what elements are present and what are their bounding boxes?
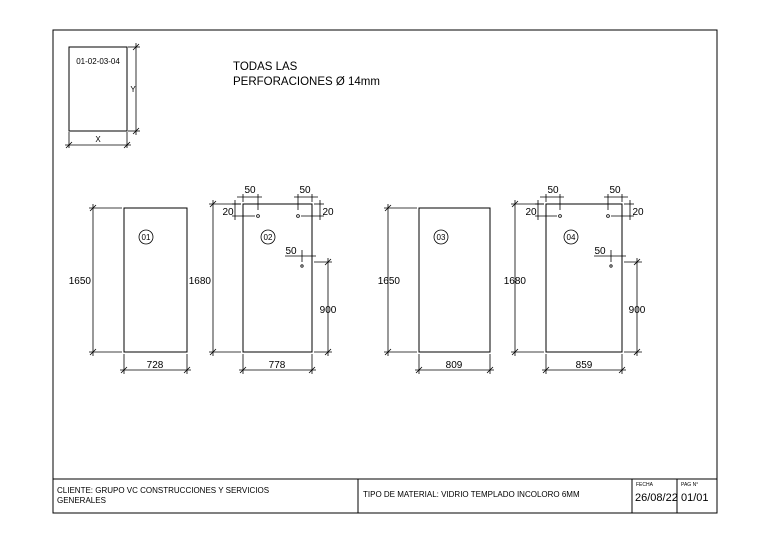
- legend-panel-outline: [68, 46, 128, 132]
- panel-03-tag-circle: [433, 229, 449, 245]
- panel-02-tag-circle: [260, 229, 276, 245]
- panel-02-hole-side-offset: 50: [285, 246, 297, 257]
- panel-04-tag-circle: [563, 229, 579, 245]
- panel-01-tag-circle: [138, 229, 154, 245]
- drilling-note-line2: PERFORACIONES Ø 14mm: [233, 76, 380, 88]
- client-line2: GENERALES: [57, 496, 106, 505]
- panel-01-height: 1650: [69, 276, 92, 287]
- panel-04-hole-edge-right: 50: [609, 185, 621, 196]
- panel-04-outline: [545, 203, 623, 353]
- date-label: FECHA: [636, 482, 654, 488]
- panel-04-width: 859: [576, 360, 593, 371]
- panel-03-width: 809: [446, 360, 463, 371]
- title-block: CLIENTE: GRUPO VC CONSTRUCCIONES Y SERVI…: [53, 478, 717, 513]
- panel-02-hole-height: 900: [320, 305, 337, 316]
- panel-03-outline: [418, 207, 491, 353]
- page-label: PAG N°: [681, 482, 698, 488]
- drilling-note-line1: TODAS LAS: [233, 61, 298, 73]
- panel-01: 01 1650 728: [69, 204, 191, 374]
- panel-04-hole-top-right: 20: [632, 207, 644, 218]
- panel-04-hole-right: [606, 214, 610, 218]
- panel-01-tag: 01: [142, 233, 151, 242]
- sheet-border: [52, 29, 718, 514]
- panel-04-hole-side-offset: 50: [594, 246, 606, 257]
- panel-04-tag: 04: [567, 233, 576, 242]
- panel-01-width: 728: [147, 360, 164, 371]
- panel-04-hole-top-left: 20: [525, 207, 537, 218]
- client-line1: CLIENTE: GRUPO VC CONSTRUCCIONES Y SERVI…: [57, 486, 269, 495]
- panel-02-hole-top-left: 20: [222, 207, 234, 218]
- panel-02-hole-edge-right: 50: [299, 185, 311, 196]
- panel-04-height: 1680: [504, 276, 527, 287]
- panel-02-hole-top-right: 20: [322, 207, 334, 218]
- legend-y-label: Y: [130, 85, 136, 94]
- panel-02-width: 778: [269, 360, 286, 371]
- panel-04-hole-side: [609, 264, 613, 268]
- panel-03: 03 1650 809: [378, 204, 494, 374]
- panel-01-outline: [123, 207, 188, 353]
- material: TIPO DE MATERIAL: VIDRIO TEMPLADO INCOLO…: [363, 490, 580, 499]
- date-value: 26/08/22: [635, 492, 678, 504]
- panel-02-tag: 02: [264, 233, 273, 242]
- panel-02-outline: [242, 203, 313, 353]
- panel-02-hole-edge-left: 50: [244, 185, 256, 196]
- panel-03-height: 1650: [378, 276, 401, 287]
- panel-02-height: 1680: [189, 276, 212, 287]
- panel-02-hole-left: [256, 214, 260, 218]
- panel-02-hole-side: [300, 264, 304, 268]
- panel-04: 04 50 50 20 20 50 900: [504, 185, 646, 374]
- legend-panel: 01-02-03-04 Y X: [65, 43, 140, 149]
- panel-04-hole-left: [558, 214, 562, 218]
- legend-x-label: X: [95, 135, 101, 144]
- panel-03-tag: 03: [437, 233, 446, 242]
- panel-02-hole-right: [296, 214, 300, 218]
- legend-panel-label: 01-02-03-04: [76, 57, 120, 66]
- panel-04-hole-height: 900: [629, 305, 646, 316]
- page-value: 01/01: [681, 492, 709, 504]
- panel-02: 02 50 50 20 20 50 900: [189, 185, 337, 374]
- panel-04-hole-edge-left: 50: [547, 185, 559, 196]
